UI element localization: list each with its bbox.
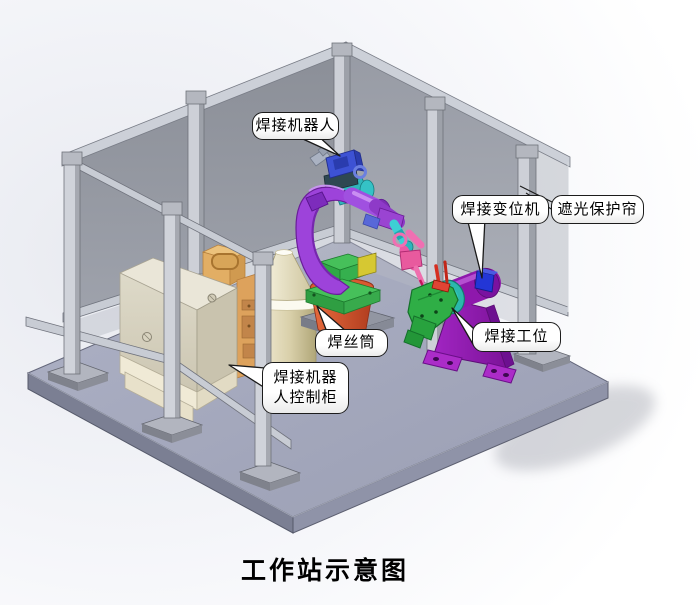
callout-wire-barrel: 焊丝筒 — [315, 329, 388, 357]
callout-welding-positioner: 焊接变位机 — [452, 195, 549, 224]
screw-icon — [207, 293, 217, 303]
post-front-1 — [46, 151, 110, 391]
post-far-mid — [185, 90, 207, 275]
robot-motor-yellow — [357, 252, 377, 278]
callout-control-cabinet-line1: 焊接机器 — [273, 369, 338, 386]
screw-icon — [142, 332, 152, 342]
callout-control-cabinet-line2: 人控制柜 — [273, 389, 338, 406]
callout-wire-barrel-label: 焊丝筒 — [327, 334, 376, 351]
callout-light-shield-curtain-label: 遮光保护帘 — [557, 200, 638, 218]
callout-light-shield-curtain: 遮光保护帘 — [551, 195, 644, 224]
welder-power-source — [201, 244, 264, 379]
welding-robot — [295, 143, 428, 315]
callout-robot-control-cabinet: 焊接机器 人控制柜 — [262, 362, 349, 414]
post-corner — [331, 42, 353, 244]
hoist-ring — [353, 165, 367, 179]
figure-caption: 工作站示意图 — [240, 558, 409, 585]
callout-welding-robot-label: 焊接机器人 — [255, 117, 336, 134]
near-wall-posts — [46, 151, 302, 491]
post-right-end — [512, 144, 572, 372]
toggle-clamps — [431, 260, 451, 293]
post-right-mid — [424, 96, 446, 361]
wall-posts-rear — [185, 42, 572, 372]
weld-fixture — [403, 279, 459, 349]
callout-welding-positioner-label: 焊接变位机 — [460, 200, 541, 218]
callout-welding-robot: 焊接机器人 — [252, 112, 339, 140]
floor-shadow — [494, 385, 656, 471]
callout-welding-station-label: 焊接工位 — [484, 328, 549, 345]
post-front-2 — [140, 201, 204, 443]
callout-welding-station: 焊接工位 — [472, 322, 561, 352]
